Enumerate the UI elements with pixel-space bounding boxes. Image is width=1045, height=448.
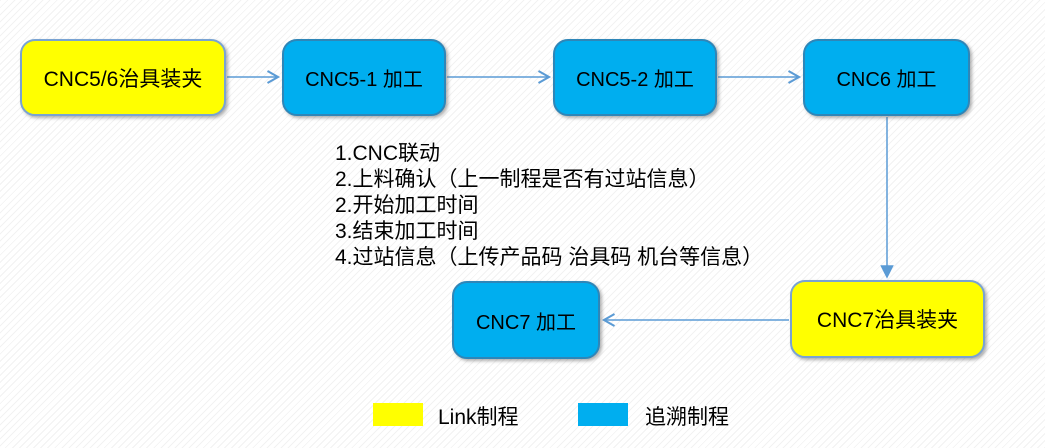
legend-swatch-trace xyxy=(578,403,628,426)
flow-node-cnc6: CNC6 加工 xyxy=(803,39,970,116)
legend-label-trace: 追溯制程 xyxy=(645,406,729,429)
flow-node-cnc56-fixture: CNC5/6治具装夹 xyxy=(20,39,226,116)
note-line-1: 1.CNC联动 xyxy=(335,142,441,165)
note-line-5: 4.过站信息（上传产品码 治具码 机台等信息） xyxy=(335,246,764,269)
legend-label-link: Link制程 xyxy=(438,406,519,429)
flow-node-cnc5-1: CNC5-1 加工 xyxy=(282,39,446,116)
legend-swatch-link xyxy=(373,403,423,426)
flow-node-cnc7: CNC7 加工 xyxy=(452,281,600,359)
annotation-notes: 1.CNC联动 2.上料确认（上一制程是否有过站信息） 2.开始加工时间 3.结… xyxy=(335,141,763,271)
note-line-4: 3.结束加工时间 xyxy=(335,220,479,243)
flow-node-cnc5-2: CNC5-2 加工 xyxy=(553,39,717,116)
note-line-3: 2.开始加工时间 xyxy=(335,194,479,217)
flow-node-cnc7-fixture: CNC7治具装夹 xyxy=(790,280,985,358)
note-line-2: 2.上料确认（上一制程是否有过站信息） xyxy=(335,168,710,191)
